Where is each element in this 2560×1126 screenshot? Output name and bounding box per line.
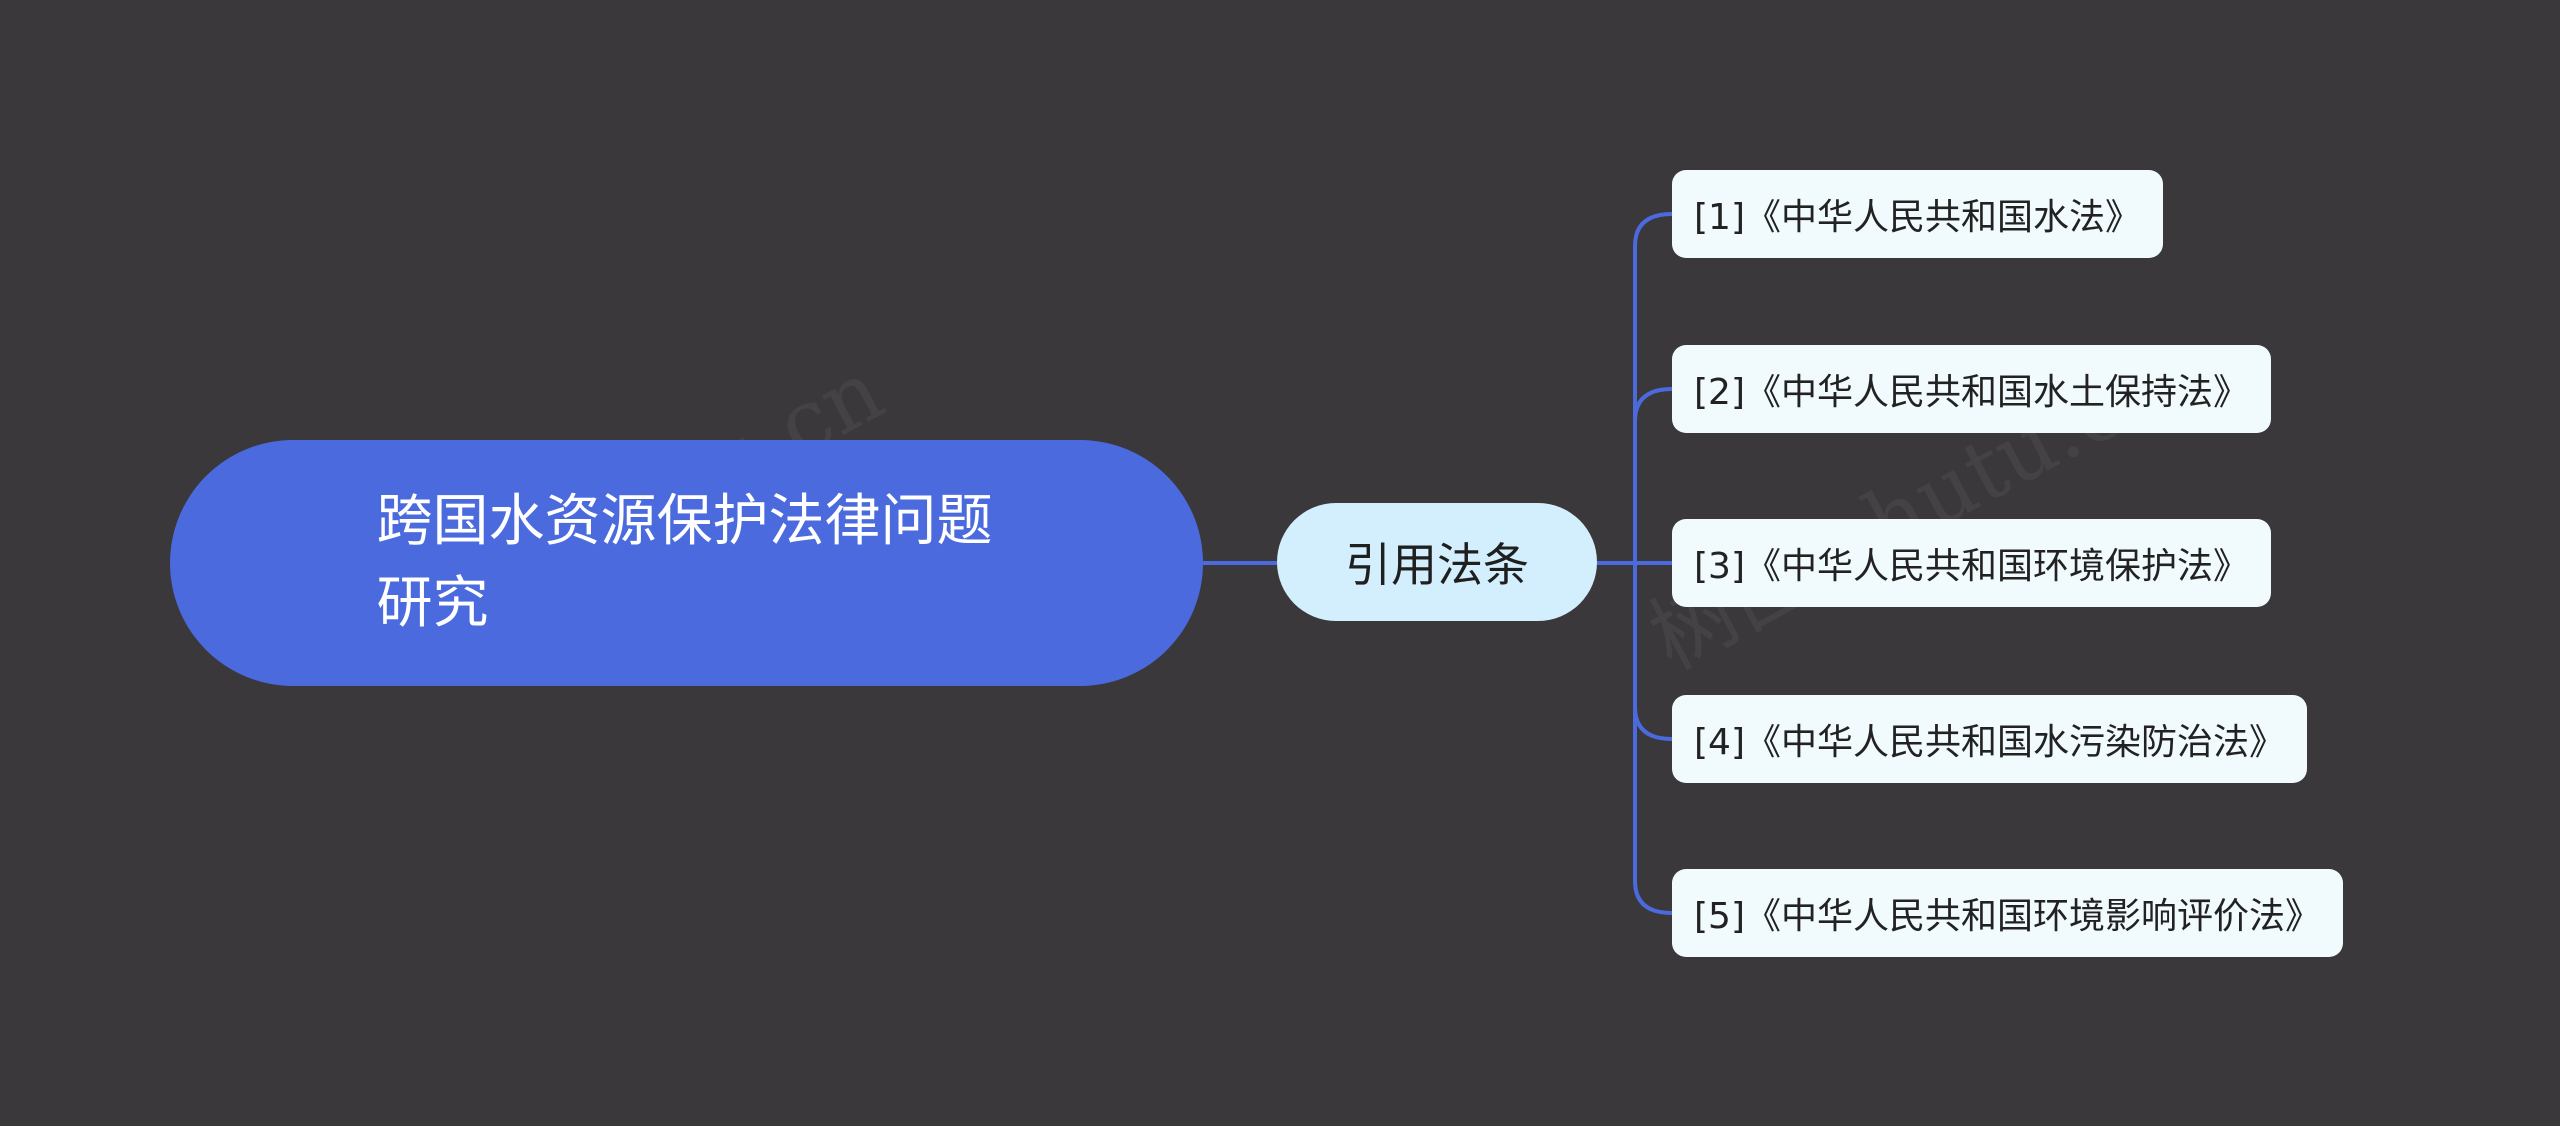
leaf-1-connector xyxy=(1633,212,1673,563)
leaf-topic-node-2[interactable]: [2]《中华人民共和国水土保持法》 xyxy=(1672,345,2271,433)
leaf-2-connector xyxy=(1633,387,1673,563)
root-topic-node[interactable]: 跨国水资源保护法律问题 研究 xyxy=(170,440,1203,686)
root-title-line-2: 研究 xyxy=(376,571,489,636)
leaf-4-connector xyxy=(1633,563,1673,741)
branch-topic-label: 引用法条 xyxy=(1345,538,1529,592)
leaf-topic-label: [4]《中华人民共和国水污染防治法》 xyxy=(1694,722,2285,763)
leaf-topic-label: [2]《中华人民共和国水土保持法》 xyxy=(1694,372,2249,413)
leaf-topic-node-1[interactable]: [1]《中华人民共和国水法》 xyxy=(1672,170,2163,258)
branch-topic-node[interactable]: 引用法条 xyxy=(1277,503,1597,621)
leaf-topic-node-4[interactable]: [4]《中华人民共和国水污染防治法》 xyxy=(1672,695,2307,783)
leaf-topic-label: [5]《中华人民共和国环境影响评价法》 xyxy=(1694,896,2321,937)
root-topic-title: 跨国水资源保护法律问题 研究 xyxy=(297,481,1077,645)
leaf-topic-node-5[interactable]: [5]《中华人民共和国环境影响评价法》 xyxy=(1672,869,2343,957)
root-title-line-1: 跨国水资源保护法律问题 xyxy=(376,489,993,554)
leaf-topic-node-3[interactable]: [3]《中华人民共和国环境保护法》 xyxy=(1672,519,2271,607)
leaf-5-connector xyxy=(1633,563,1673,915)
leaf-topic-label: [3]《中华人民共和国环境保护法》 xyxy=(1694,546,2249,587)
leaf-topic-label: [1]《中华人民共和国水法》 xyxy=(1694,197,2141,238)
